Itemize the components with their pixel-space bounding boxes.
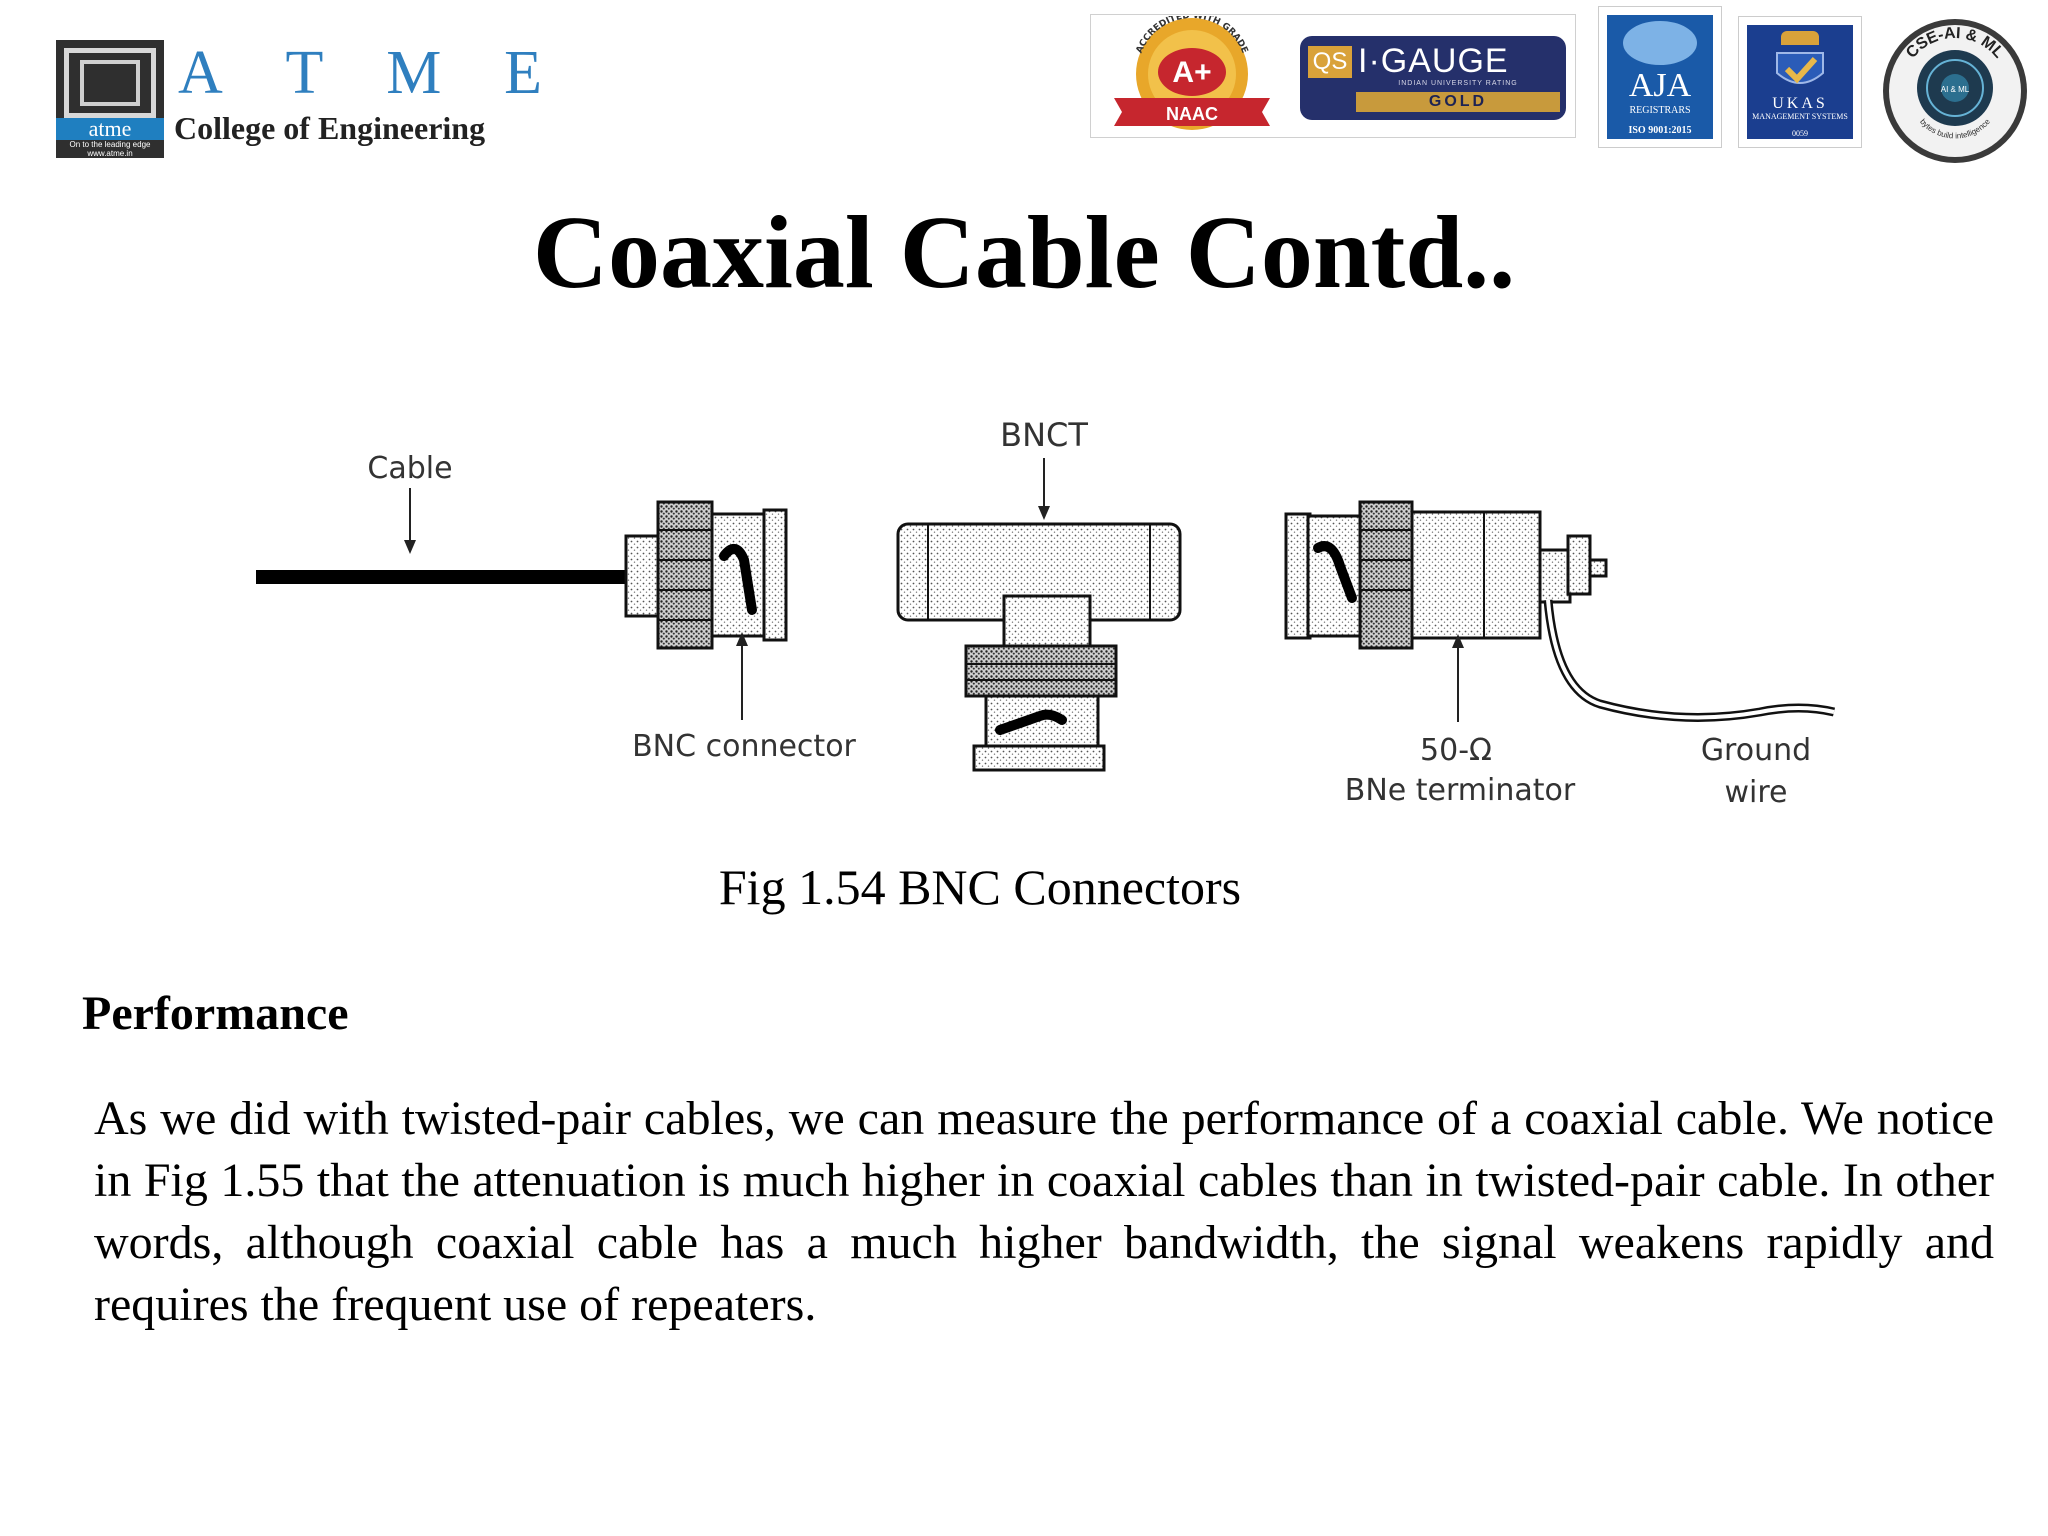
atme-college-logo: atme On to the leading edge www.atme.in …	[56, 39, 542, 158]
qs-logo: QS	[1308, 46, 1352, 78]
cse-aiml-badge: CSE-AI & ML AI & ML bytes build intellig…	[1883, 19, 2027, 163]
ukas-badge: UKAS MANAGEMENT SYSTEMS 0059	[1738, 16, 1862, 148]
cse-inner-text: AI & ML	[1941, 85, 1970, 94]
aja-registrars-badge: AJA REGISTRARS ISO 9001:2015	[1598, 6, 1722, 148]
naac-label: NAAC	[1166, 104, 1218, 124]
cable-arrowhead	[404, 540, 416, 554]
atme-url: www.atme.in	[87, 149, 133, 158]
atme-letter: T	[285, 39, 330, 107]
wire-label: wire	[1724, 775, 1787, 810]
aja-name: AJA	[1628, 67, 1692, 104]
ukas-badge-body: UKAS MANAGEMENT SYSTEMS 0059	[1747, 25, 1853, 139]
iguage-level: GOLD	[1356, 92, 1560, 112]
ukas-number: 0059	[1792, 129, 1808, 138]
naac-badge: ACCREDITED WITH GRADE A+ NAAC	[1114, 16, 1270, 130]
bnc-connector-drawing	[624, 500, 788, 650]
slide-title: Coaxial Cable Contd..	[532, 195, 1516, 310]
bnct-label: BNCT	[1000, 416, 1088, 454]
college-name: College of Engineering	[174, 110, 486, 146]
iguage-name: I·GAUGE	[1358, 42, 1509, 80]
bnc-t-connector-drawing	[896, 522, 1182, 772]
crown-icon	[1781, 31, 1819, 45]
atme-letters: A T M E	[178, 38, 548, 118]
terminator-value-label: 50-Ω	[1420, 733, 1492, 768]
logo-frame-outer	[64, 48, 156, 118]
terminator-label: BNe terminator	[1345, 773, 1576, 808]
ground-wire-core	[1546, 599, 1835, 720]
figure-caption: Fig 1.54 BNC Connectors	[718, 859, 1242, 915]
ukas-subtitle: MANAGEMENT SYSTEMS	[1752, 112, 1848, 121]
atme-small-label: atme	[56, 118, 164, 140]
atme-logo-mark: atme On to the leading edge www.atme.in	[56, 40, 164, 158]
coax-cable	[256, 570, 630, 584]
bnct-arrowhead	[1038, 506, 1050, 520]
section-heading: Performance	[82, 987, 349, 1040]
globe-icon	[1623, 21, 1697, 65]
atme-letter: A	[178, 39, 229, 107]
iguage-subtitle: INDIAN UNIVERSITY RATING	[1398, 80, 1518, 87]
bnc-connector-label: BNC connector	[632, 729, 856, 764]
bnc-connector-arrowhead	[736, 632, 748, 646]
qs-iguage-badge: QS I·GAUGE INDIAN UNIVERSITY RATING GOLD	[1300, 36, 1566, 120]
ground-label: Ground	[1701, 733, 1811, 768]
cable-label: Cable	[367, 451, 452, 486]
body-paragraph: As we did with twisted-pair cables, we c…	[94, 1092, 1994, 1331]
bnc-terminator-drawing	[1284, 500, 1608, 650]
naac-grade: A+	[1172, 56, 1211, 89]
aja-iso: ISO 9001:2015	[1628, 125, 1692, 136]
terminator-arrowhead	[1452, 634, 1464, 648]
logo-frame-inner	[80, 60, 140, 106]
aja-badge-body: AJA REGISTRARS ISO 9001:2015	[1607, 15, 1713, 139]
atme-letter: M	[386, 39, 448, 107]
checkmark-icon	[1776, 52, 1824, 84]
atme-letter: E	[504, 39, 548, 107]
atme-tagline: On to the leading edge www.atme.in	[56, 140, 164, 158]
ukas-name: UKAS	[1772, 95, 1828, 112]
aja-subtitle: REGISTRARS	[1629, 105, 1691, 116]
atme-tagline-text: On to the leading edge	[69, 140, 151, 149]
